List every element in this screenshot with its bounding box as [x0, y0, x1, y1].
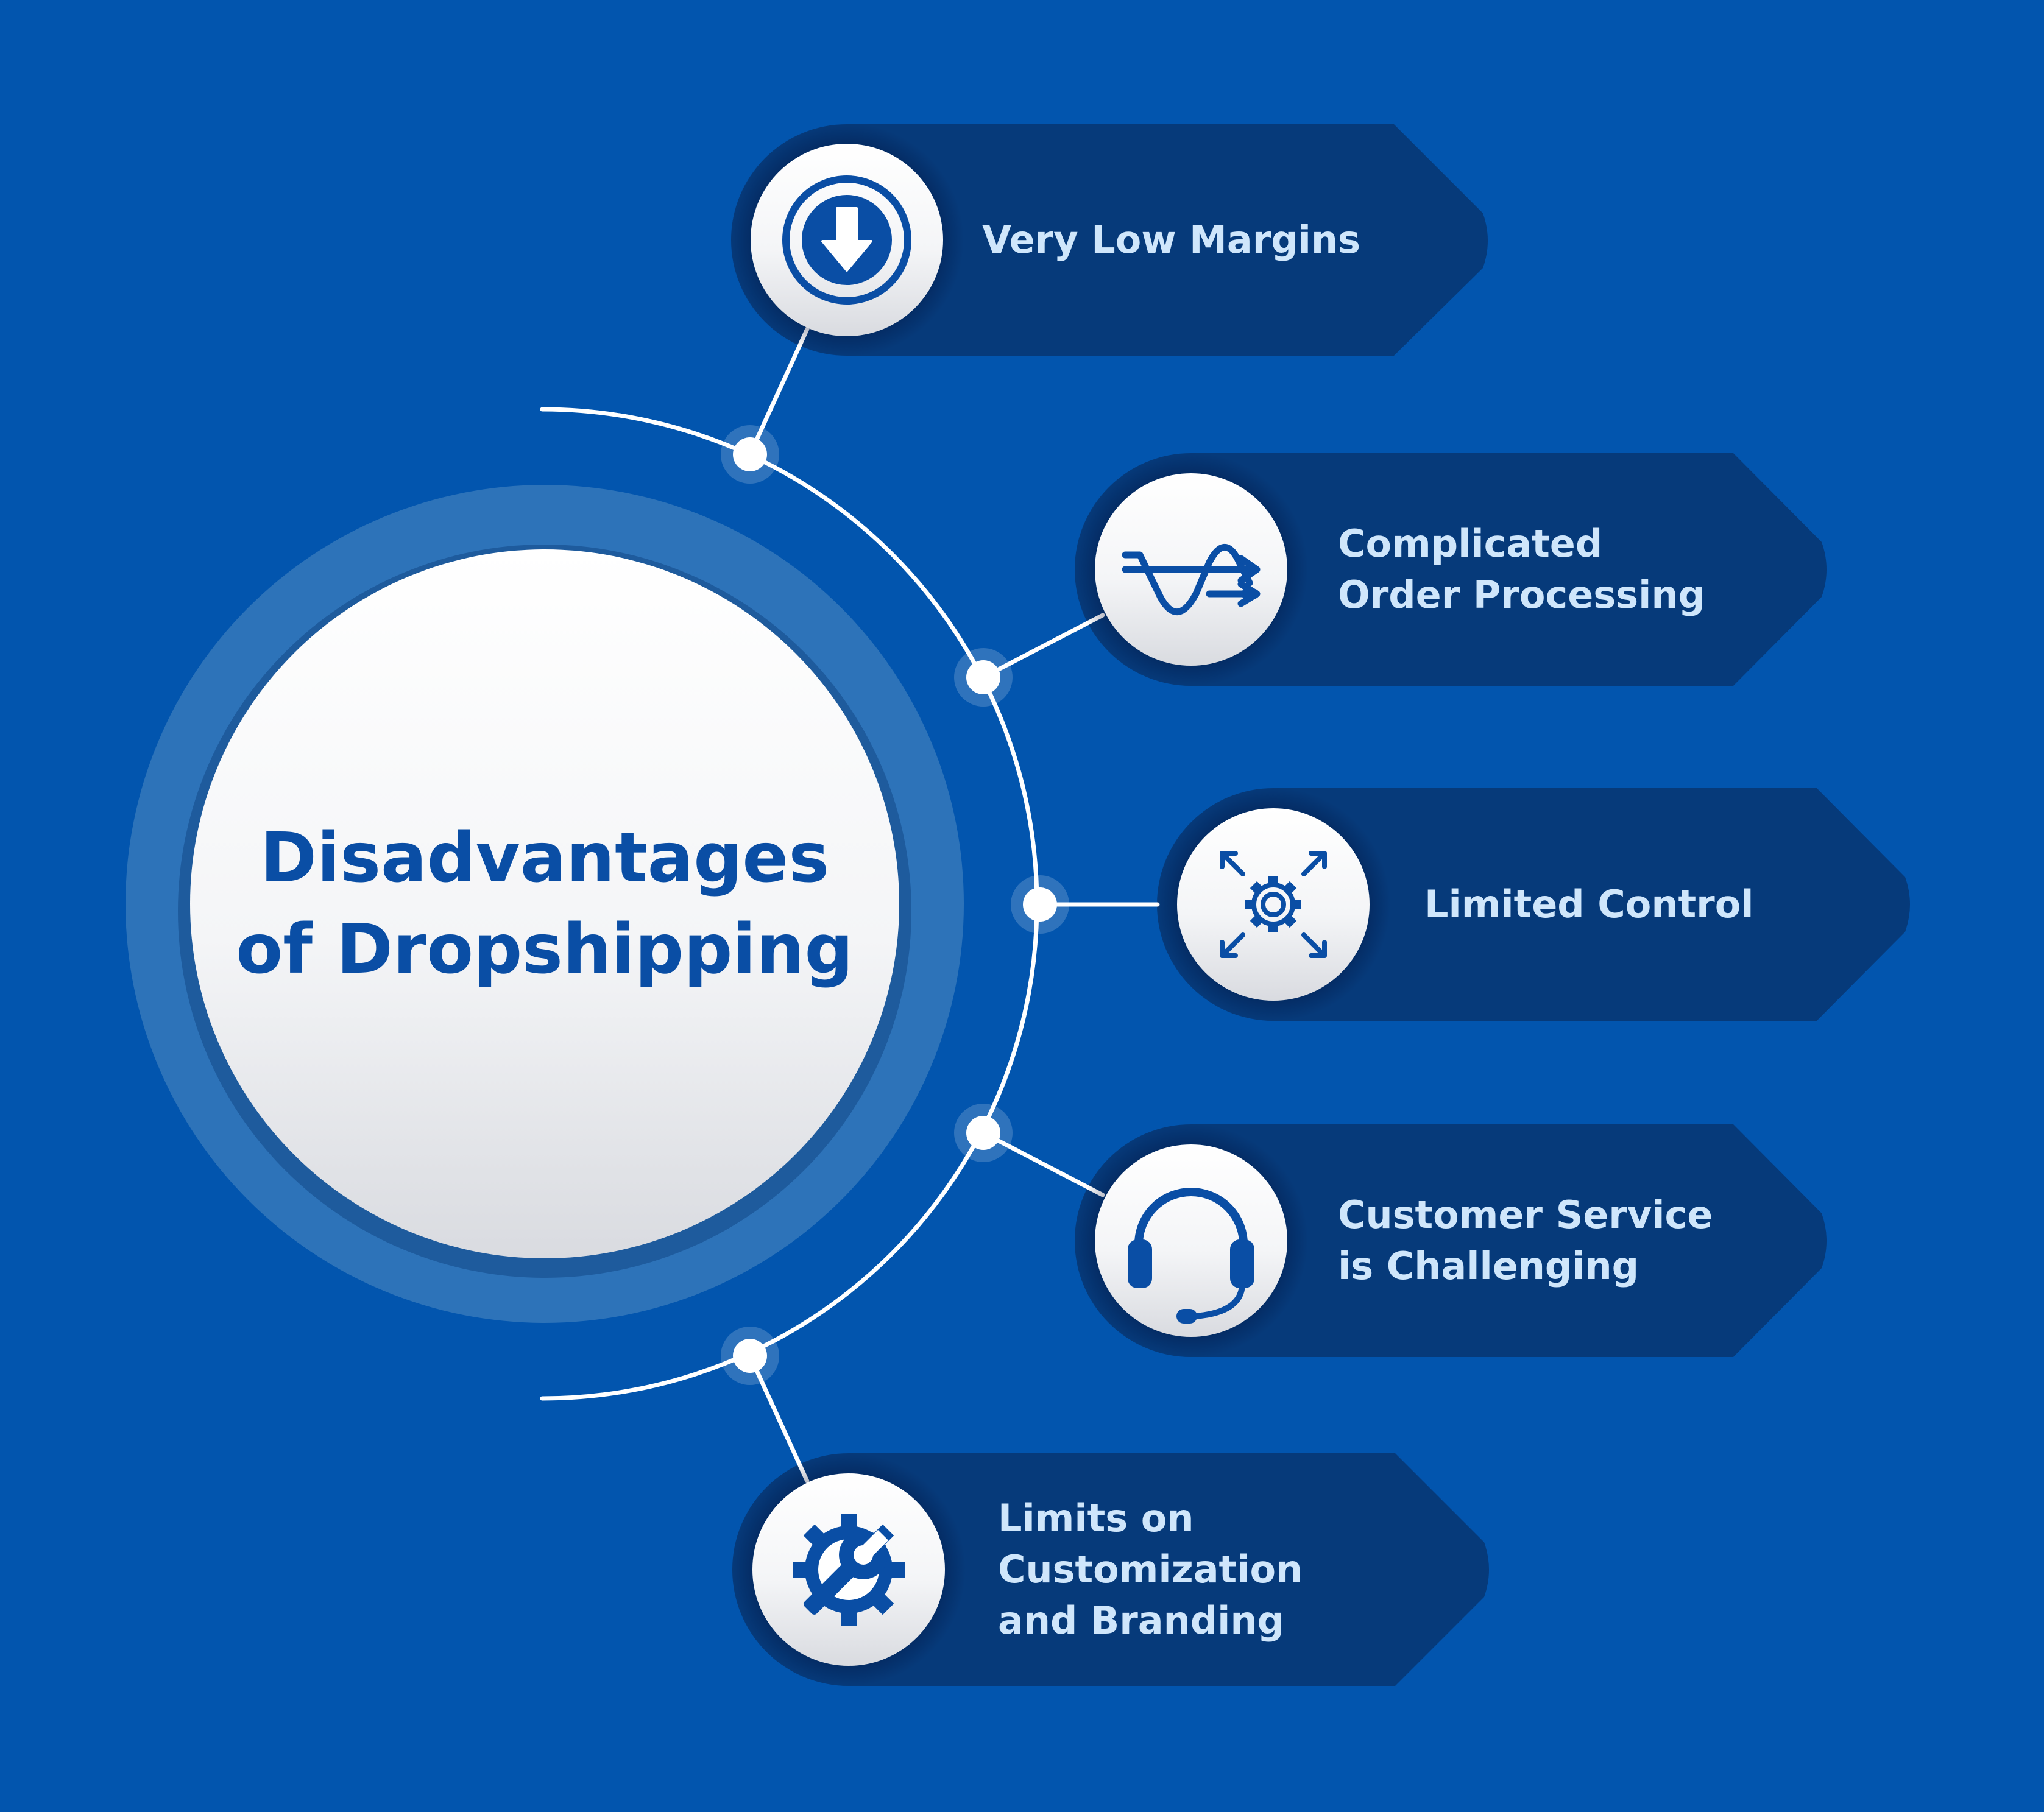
item-label-2-line-2: Order Processing: [1338, 573, 1705, 617]
badges: [730, 123, 1390, 1687]
hub-title-line-1: Disadvantages: [260, 819, 829, 898]
gear-expand-arrows-icon: [1220, 851, 1327, 958]
badge-limits-on-customization: [732, 1453, 966, 1687]
badge-very-low-margins: [730, 123, 964, 357]
item-label-3: Limited Control: [1424, 788, 1754, 1021]
hub-title-line-2: of Dropshipping: [236, 910, 854, 989]
badge-limited-control: [1156, 788, 1390, 1021]
node-4: [954, 1104, 1013, 1162]
item-label-4: Customer Service is Challenging: [1338, 1124, 1713, 1357]
item-label-5-line-1: Limits on: [998, 1496, 1194, 1540]
spoke-5: [748, 1353, 810, 1484]
node-1: [721, 425, 779, 484]
item-label-5-line-3: and Branding: [998, 1598, 1284, 1643]
down-arrow-circle-icon: [782, 175, 911, 305]
badge-customer-service: [1074, 1124, 1308, 1358]
spoke-1: [748, 326, 810, 457]
item-label-5: Limits on Customization and Branding: [998, 1453, 1303, 1686]
hub: [126, 485, 964, 1323]
hub-disc: [190, 549, 899, 1258]
item-label-4-line-1: Customer Service: [1338, 1193, 1713, 1237]
node-2: [954, 648, 1013, 707]
item-label-1: Very Low Margins: [982, 124, 1360, 356]
item-label-2-line-1: Complicated: [1338, 521, 1603, 566]
spoke-4: [981, 1130, 1105, 1197]
node-5: [721, 1327, 779, 1385]
gear-wrench-icon: [793, 1514, 905, 1626]
item-label-1-line-1: Very Low Margins: [982, 217, 1360, 262]
item-label-2: Complicated Order Processing: [1338, 453, 1705, 686]
item-label-5-line-2: Customization: [998, 1547, 1303, 1592]
item-label-3-line-1: Limited Control: [1424, 882, 1754, 926]
wave-arrows-icon: [1122, 543, 1261, 615]
headset-icon: [1128, 1188, 1254, 1324]
hub-title: Disadvantages of Dropshipping: [190, 549, 899, 1258]
item-label-4-line-2: is Challenging: [1338, 1244, 1639, 1288]
connector-nodes: [721, 425, 1069, 1385]
badge-complicated-order-processing: [1074, 453, 1308, 686]
spoke-2: [981, 613, 1105, 680]
node-3: [1011, 875, 1069, 934]
